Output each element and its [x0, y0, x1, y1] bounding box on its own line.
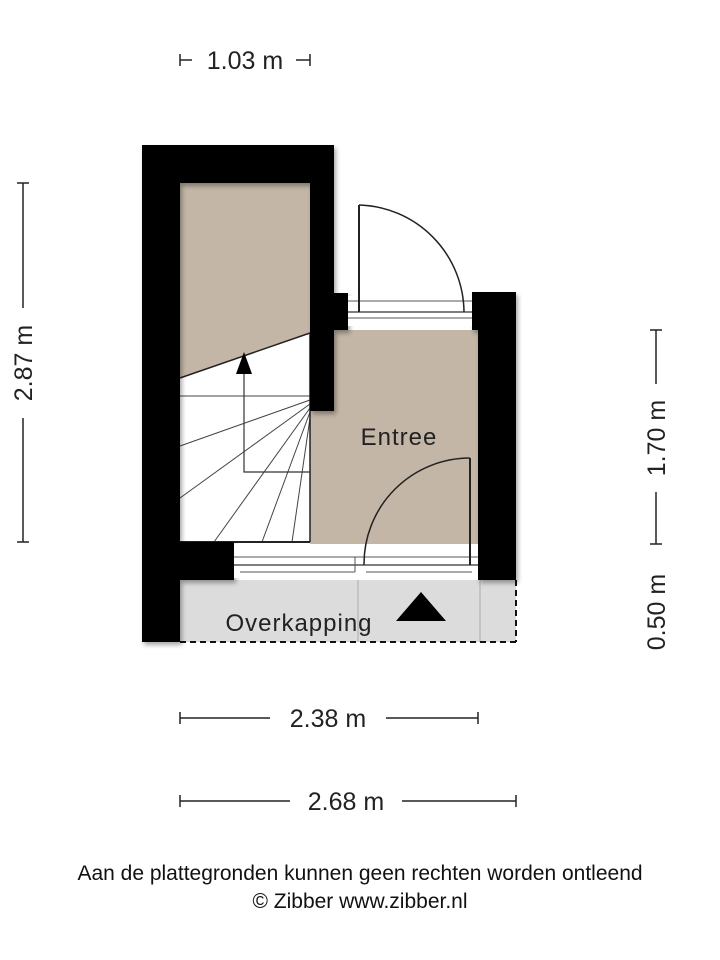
dimension-bottom-inner: 2.38 m	[290, 705, 366, 733]
room-label-overkapping: Overkapping	[225, 610, 372, 637]
entree-floor	[310, 330, 480, 544]
dimension-left-height: 2.87 m	[10, 325, 38, 401]
room-label-entree: Entree	[361, 424, 438, 451]
disclaimer-text: Aan de plattegronden kunnen geen rechten…	[77, 862, 643, 885]
staircase	[179, 332, 311, 543]
dimension-top-width: 1.03 m	[207, 47, 283, 75]
dimension-lines	[17, 54, 662, 807]
dimension-right-lower: 0.50 m	[643, 574, 671, 650]
walls	[142, 145, 516, 642]
entrance-arrow-icon	[396, 592, 446, 621]
dimension-right-upper: 1.70 m	[643, 400, 671, 476]
stair-direction-arrow-icon	[236, 352, 252, 374]
copyright-text: © Zibber www.zibber.nl	[252, 890, 468, 913]
overkapping-area	[180, 580, 517, 643]
front-door	[348, 204, 472, 326]
dimension-bottom-outer: 2.68 m	[308, 788, 384, 816]
bottom-door-window	[234, 457, 478, 578]
